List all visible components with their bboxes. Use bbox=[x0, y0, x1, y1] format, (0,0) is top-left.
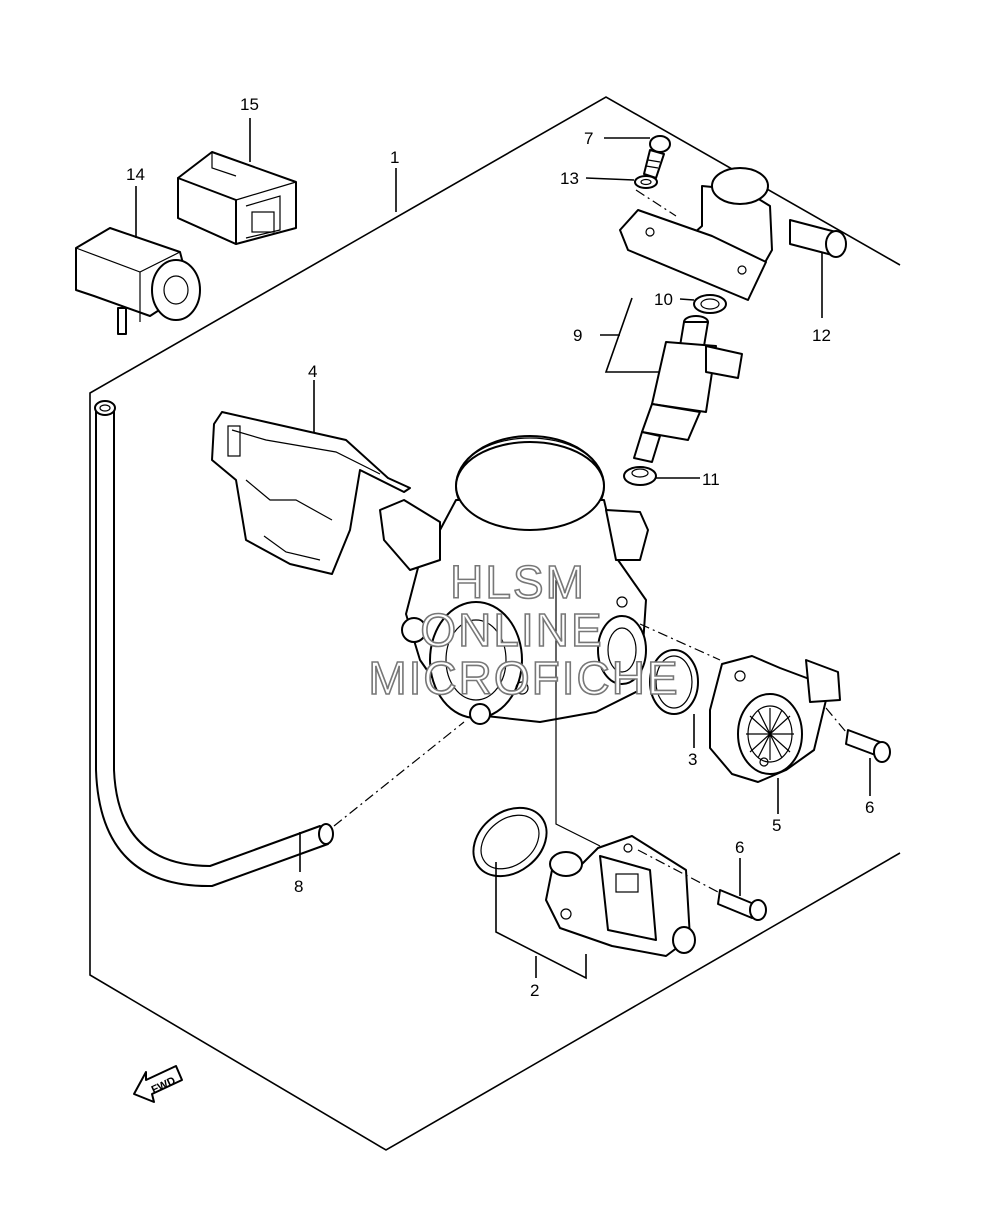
fuel-cap-part-12[interactable] bbox=[619, 167, 847, 301]
throttle-body-part-1[interactable] bbox=[379, 435, 649, 725]
sensor-spokes bbox=[746, 708, 794, 760]
idle-air-control-valve-part-2[interactable] bbox=[545, 835, 696, 957]
screw-part-7[interactable] bbox=[643, 135, 671, 179]
gasket-ring-part-2[interactable] bbox=[460, 794, 560, 891]
callout-2: 2 bbox=[530, 981, 539, 1000]
callout-6-upper: 6 bbox=[865, 798, 874, 817]
callout-7: 7 bbox=[584, 129, 593, 148]
callout-6-lower: 6 bbox=[735, 838, 744, 857]
throttle-position-sensor-part-5[interactable] bbox=[709, 655, 841, 783]
callout-15: 15 bbox=[240, 95, 259, 114]
callout-4: 4 bbox=[308, 362, 317, 381]
forward-arrow-icon: FWD bbox=[133, 1065, 183, 1103]
watermark-line-3: MICROFICHE bbox=[368, 652, 679, 704]
hose-part-8[interactable] bbox=[94, 400, 334, 888]
watermark-line-2: ONLINE bbox=[420, 604, 603, 656]
callout-14: 14 bbox=[126, 165, 145, 184]
seal-part-11[interactable] bbox=[623, 466, 657, 486]
o-ring-part-3[interactable] bbox=[649, 649, 699, 715]
assembly-lines bbox=[333, 189, 847, 893]
callout-11: 11 bbox=[702, 470, 720, 489]
leader-lines bbox=[135, 118, 871, 980]
callout-5: 5 bbox=[772, 816, 781, 835]
screw-part-6-upper[interactable] bbox=[845, 729, 891, 763]
watermark-line-1: HLSM bbox=[450, 556, 586, 608]
washer-part-13[interactable] bbox=[634, 175, 658, 189]
assembly-frame bbox=[89, 96, 901, 1151]
harness-bracket-part-4[interactable] bbox=[211, 411, 411, 575]
callout-1: 1 bbox=[390, 148, 399, 167]
o-ring-part-10[interactable] bbox=[693, 294, 727, 314]
watermark: HLSM ONLINE MICROFICHE bbox=[368, 555, 679, 705]
callout-3: 3 bbox=[688, 750, 697, 769]
callout-8: 8 bbox=[294, 877, 303, 896]
callout-12: 12 bbox=[812, 326, 831, 345]
callout-10: 10 bbox=[654, 290, 673, 309]
screw-part-6-lower[interactable] bbox=[717, 889, 767, 921]
callouts: 1 15 14 7 13 10 9 12 11 4 3 5 6 6 8 2 bbox=[126, 95, 874, 1000]
connector-cover-part-15[interactable] bbox=[177, 151, 297, 245]
callout-13: 13 bbox=[560, 169, 579, 188]
sensor-part-14[interactable] bbox=[75, 227, 201, 335]
fuel-injector-part-9[interactable] bbox=[633, 315, 743, 463]
callout-9: 9 bbox=[573, 326, 582, 345]
